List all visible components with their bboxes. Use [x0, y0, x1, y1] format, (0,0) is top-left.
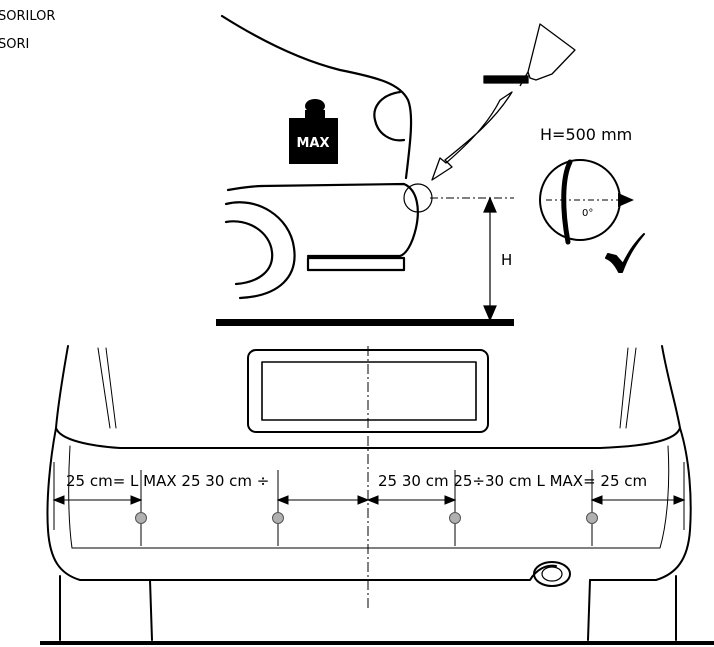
- left-wheel-inner: [149, 579, 153, 641]
- weight-label: MAX: [296, 136, 329, 151]
- sensor-3: [449, 512, 461, 524]
- height-label: H: [501, 251, 512, 269]
- left-body-side: [55, 345, 69, 429]
- height-dimension-arrow: [483, 196, 497, 322]
- car-side-view: [220, 14, 433, 300]
- tail-light-outline: [373, 90, 406, 142]
- header-line-2: SORI: [0, 37, 29, 52]
- rear-wheel-inner: [224, 220, 274, 286]
- max-load-weight-icon: MAX: [289, 99, 338, 164]
- bumper-right-outer: [589, 427, 692, 581]
- rear-wheel-outer: [224, 201, 296, 300]
- parking-sensors: [135, 512, 598, 524]
- exhaust-pipe-inner: [541, 566, 563, 582]
- car-roof-outline: [220, 14, 413, 180]
- rear-bumper-top: [55, 427, 681, 449]
- sill-plate: [306, 256, 406, 272]
- rear-bumper-outline: [260, 182, 419, 258]
- bumper-lower-edge: [149, 564, 557, 581]
- right-spacing-label: 25 30 cm 25÷30 cm L MAX= 25 cm: [378, 472, 647, 490]
- marker-pen-icon: [483, 23, 576, 87]
- spacing-dimension-arrows: [52, 495, 686, 505]
- bumper-left-outer: [46, 427, 151, 581]
- left-pillar-line: [97, 347, 111, 429]
- sensor-angle-detail: 0°: [539, 159, 634, 245]
- right-body-side: [661, 345, 681, 429]
- sensor-1: [135, 512, 147, 524]
- car-rear-view: [46, 345, 692, 641]
- left-spacing-label: 25 cm= L MAX 25 30 cm ÷: [66, 472, 269, 490]
- ground-line: [216, 319, 514, 326]
- bumper-inner-contour: [68, 445, 670, 549]
- license-plate: [261, 361, 477, 421]
- header-line-1: SORILOR: [0, 9, 55, 24]
- sensor-4: [586, 512, 598, 524]
- right-pillar-line-2: [625, 347, 637, 429]
- right-wheel-inner: [587, 579, 591, 641]
- check-mark-icon: [605, 233, 645, 273]
- angle-label: 0°: [582, 208, 593, 219]
- wheel-arch-top: [226, 184, 264, 192]
- left-pillar-line-2: [105, 347, 117, 429]
- curved-pointer-arrow: [431, 91, 513, 181]
- sensor-2: [272, 512, 284, 524]
- height-value-label: H=500 mm: [540, 125, 632, 144]
- exhaust-pipe: [533, 561, 571, 587]
- right-pillar-line: [619, 347, 629, 429]
